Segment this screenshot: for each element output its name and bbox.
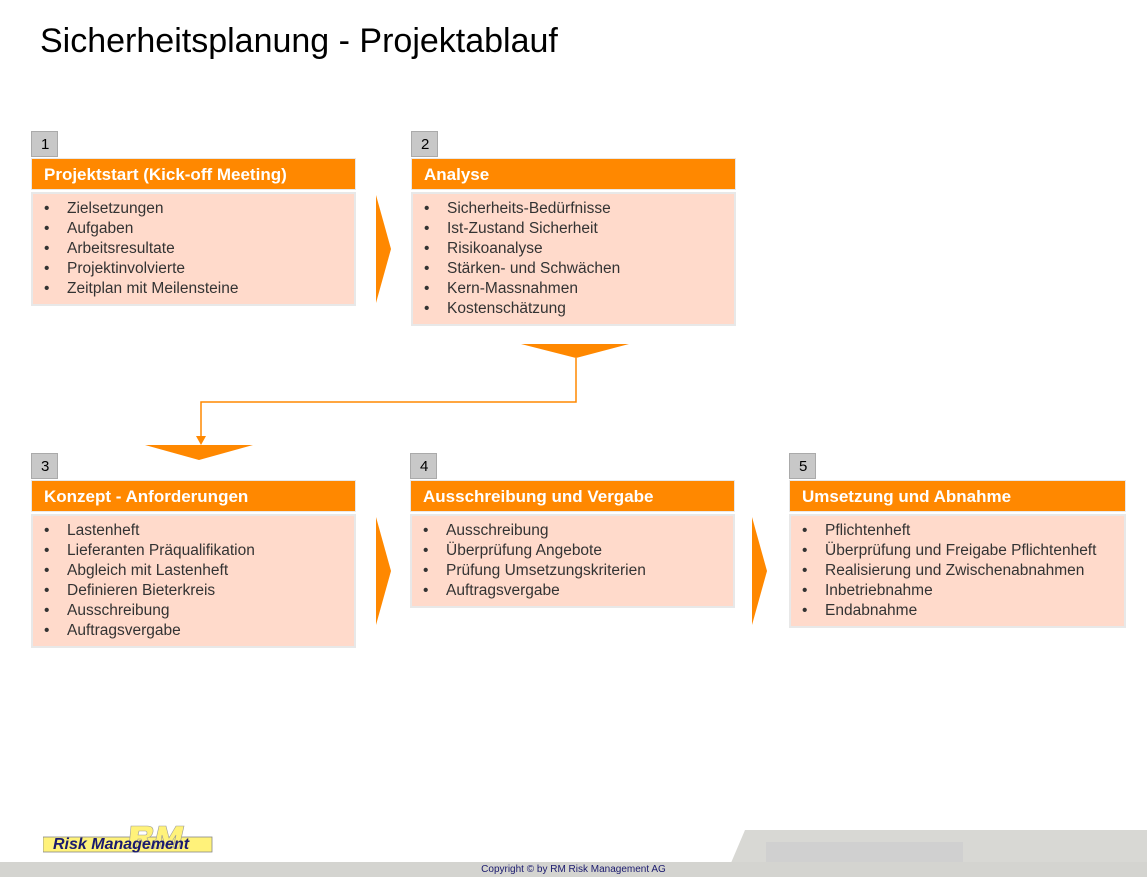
list-item: Risikoanalyse — [423, 239, 734, 259]
list-item: Auftragsvergabe — [422, 581, 733, 601]
step-number: 2 — [411, 131, 438, 157]
step-number: 3 — [31, 453, 58, 479]
step-heading: Analyse — [411, 158, 736, 190]
list-item: Ist-Zustand Sicherheit — [423, 219, 734, 239]
step-body: Lastenheft Lieferanten Präqualifikation … — [31, 514, 356, 648]
list-item: Aufgaben — [43, 219, 354, 239]
list-item: Ausschreibung — [422, 521, 733, 541]
list-item: Endabnahme — [801, 601, 1124, 621]
list-item: Auftragsvergabe — [43, 621, 354, 641]
list-item: Realisierung und Zwischenabnahmen — [801, 561, 1124, 581]
connector-line-2-3 — [200, 358, 577, 438]
company-logo: Risk Management — [43, 825, 213, 853]
step-body: Pflichtenheft Überprüfung und Freigabe P… — [789, 514, 1126, 628]
step-body: Ausschreibung Überprüfung Angebote Prüfu… — [410, 514, 735, 608]
step-body: Sicherheits-Bedürfnisse Ist-Zustand Sich… — [411, 192, 736, 326]
list-item: Kern-Massnahmen — [423, 279, 734, 299]
arrow-right-4-5 — [752, 517, 767, 625]
step-body: Zielsetzungen Aufgaben Arbeitsresultate … — [31, 192, 356, 306]
arrowhead-icon — [196, 436, 206, 445]
arrow-down-3 — [145, 445, 253, 460]
list-item: Pflichtenheft — [801, 521, 1124, 541]
list-item: Inbetriebnahme — [801, 581, 1124, 601]
rm-logo-mark — [128, 825, 185, 849]
list-item: Überprüfung Angebote — [422, 541, 733, 561]
arrow-down-2 — [521, 344, 629, 358]
list-item: Definieren Bieterkreis — [43, 581, 354, 601]
list-item: Kostenschätzung — [423, 299, 734, 319]
step-heading: Ausschreibung und Vergabe — [410, 480, 735, 512]
list-item: Arbeitsresultate — [43, 239, 354, 259]
list-item: Abgleich mit Lastenheft — [43, 561, 354, 581]
copyright: Copyright © by RM Risk Management AG — [481, 864, 666, 875]
list-item: Zeitplan mit Meilensteine — [43, 279, 354, 299]
list-item: Stärken- und Schwächen — [423, 259, 734, 279]
list-item: Lieferanten Präqualifikation — [43, 541, 354, 561]
step-heading: Konzept - Anforderungen — [31, 480, 356, 512]
step-number: 4 — [410, 453, 437, 479]
list-item: Ausschreibung — [43, 601, 354, 621]
arrow-right-1-2 — [376, 195, 391, 303]
arrow-right-3-4 — [376, 517, 391, 625]
list-item: Zielsetzungen — [43, 199, 354, 219]
page-title: Sicherheitsplanung - Projektablauf — [40, 22, 558, 60]
step-heading: Umsetzung und Abnahme — [789, 480, 1126, 512]
footer-bar — [0, 862, 1147, 877]
list-item: Sicherheits-Bedürfnisse — [423, 199, 734, 219]
svg-text:Risk Management: Risk Management — [53, 836, 190, 853]
list-item: Überprüfung und Freigabe Pflichtenheft — [801, 541, 1124, 561]
list-item: Projektinvolvierte — [43, 259, 354, 279]
list-item: Prüfung Umsetzungskriterien — [422, 561, 733, 581]
step-number: 1 — [31, 131, 58, 157]
list-item: Lastenheft — [43, 521, 354, 541]
step-number: 5 — [789, 453, 816, 479]
step-heading: Projektstart (Kick-off Meeting) — [31, 158, 356, 190]
